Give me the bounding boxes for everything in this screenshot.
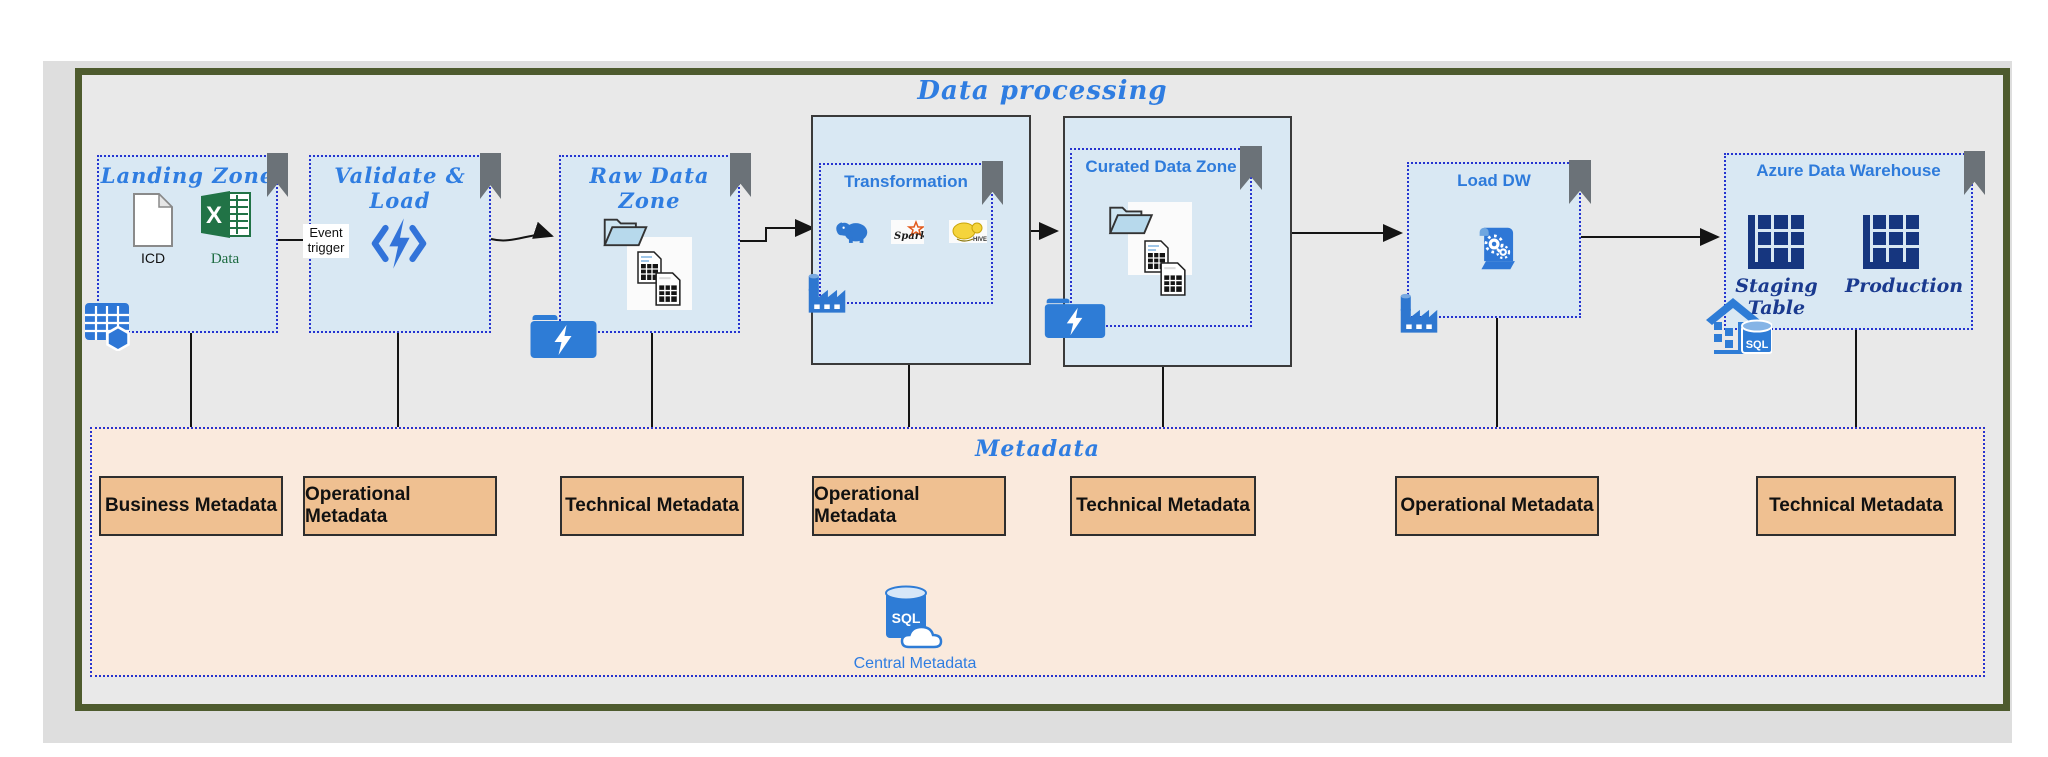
central-sql-label: SQL	[892, 610, 921, 626]
lightning-folder-icon	[1043, 290, 1107, 342]
bookmark-icon	[982, 161, 1003, 205]
data-warehouse-house-icon: SQL	[1706, 294, 1772, 358]
hive-logo: HIVE	[949, 220, 987, 243]
azure-functions-icon	[371, 217, 427, 270]
central-metadata-label: Central Metadata	[853, 655, 977, 672]
hadoop-elephant-icon	[836, 219, 868, 244]
warehouse-title: Azure Data Warehouse	[1756, 161, 1941, 180]
hive-logo-text: HIVE	[973, 237, 987, 243]
event-trigger-label: Event trigger	[303, 224, 349, 258]
landing-zone-title: Landing Zone	[100, 163, 275, 188]
table-hexagon-icon	[85, 303, 135, 351]
metadata-box-operational-2: Operational Metadata	[812, 476, 1006, 536]
production-label: Production	[1845, 275, 1964, 297]
metadata-box-technical-2: Technical Metadata	[1070, 476, 1256, 536]
spreadsheet-doc-icon	[637, 251, 662, 284]
bookmark-icon	[267, 153, 288, 197]
bookmark-icon	[1964, 151, 1985, 195]
landing-zone-box	[97, 155, 278, 333]
metadata-box-operational-3: Operational Metadata	[1395, 476, 1599, 536]
spreadsheet-doc-icon	[655, 272, 681, 306]
document-label: ICD	[140, 250, 166, 266]
bookmark-icon	[730, 153, 751, 197]
cloud-icon	[900, 625, 943, 649]
bookmark-icon	[1240, 146, 1262, 190]
data-factory-icon	[806, 272, 848, 315]
excel-icon: X	[199, 190, 252, 239]
folder-icon	[602, 214, 649, 248]
bookmark-icon	[1569, 160, 1591, 204]
validate-load-title: Validate & Load	[334, 163, 466, 213]
sql-database-icon: SQL	[883, 585, 945, 651]
production-table-icon	[1863, 215, 1919, 269]
lightning-folder-icon	[527, 308, 600, 360]
curated-zone-title: Curated Data Zone	[1085, 157, 1237, 176]
spark-logo: Spark	[891, 220, 924, 244]
warehouse-sql-label: SQL	[1746, 339, 1769, 351]
metadata-band	[90, 427, 1985, 677]
metadata-box-technical-3: Technical Metadata	[1756, 476, 1956, 536]
spark-logo-text: Spark	[894, 231, 924, 242]
metadata-title: Metadata	[975, 436, 1100, 462]
stored-procedure-scroll-icon	[1473, 225, 1517, 272]
diagram-title: Data processing	[917, 76, 1168, 106]
bookmark-icon	[480, 153, 501, 199]
data-factory-icon	[1398, 292, 1440, 335]
load-dw-title: Load DW	[1457, 171, 1531, 190]
metadata-box-operational-1: Operational Metadata	[303, 476, 497, 536]
metadata-box-business: Business Metadata	[99, 476, 283, 536]
folder-icon	[1108, 202, 1154, 236]
transformation-title: Transformation	[844, 172, 968, 191]
raw-data-zone-title: Raw Data Zone	[589, 163, 710, 213]
staging-table-label: Staging Table	[1735, 275, 1818, 319]
document-icon	[133, 193, 173, 247]
metadata-box-technical-1: Technical Metadata	[560, 476, 744, 536]
spreadsheet-doc-icon	[1160, 262, 1186, 296]
excel-label: Data	[210, 251, 240, 267]
excel-x-glyph: X	[206, 202, 222, 229]
staging-table-icon	[1748, 215, 1804, 269]
